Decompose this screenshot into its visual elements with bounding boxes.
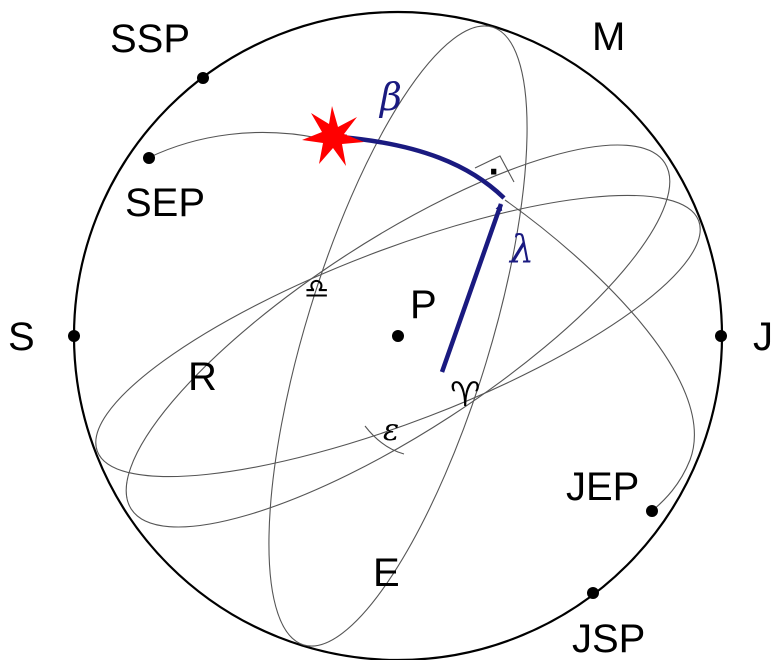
right-angle-marker bbox=[474, 155, 515, 183]
label-p: P bbox=[410, 283, 437, 327]
libra-symbol: ♎ bbox=[304, 272, 329, 305]
s-point bbox=[68, 330, 80, 342]
label-epsilon: ε bbox=[383, 413, 399, 448]
sep-point bbox=[143, 152, 155, 164]
jsp-point bbox=[587, 587, 599, 599]
label-j: J bbox=[753, 315, 773, 359]
p-point bbox=[392, 330, 404, 342]
label-lambda: λ bbox=[508, 227, 534, 271]
jep-point bbox=[646, 505, 658, 517]
label-ssp: SSP bbox=[110, 17, 190, 61]
red-star-icon bbox=[302, 106, 364, 166]
label-beta: β bbox=[378, 75, 402, 119]
label-sep: SEP bbox=[125, 181, 205, 225]
ssp-point bbox=[197, 72, 209, 84]
great-circle-r bbox=[95, 194, 701, 478]
right-angle-dot: · bbox=[488, 155, 499, 190]
j-point bbox=[715, 330, 727, 342]
label-m: M bbox=[592, 15, 625, 59]
aries-symbol: ♈ bbox=[450, 375, 480, 415]
great-circle-m-e bbox=[268, 25, 528, 647]
label-s: S bbox=[8, 315, 35, 359]
beta-arrow bbox=[339, 134, 506, 200]
jep-meridian-arc bbox=[504, 199, 695, 512]
label-jep: JEP bbox=[566, 465, 639, 509]
great-circle-ecliptic bbox=[125, 144, 671, 528]
label-e: E bbox=[373, 551, 400, 595]
sep-meridian-arc bbox=[147, 131, 319, 159]
label-jsp: JSP bbox=[572, 617, 645, 660]
label-r: R bbox=[188, 355, 217, 399]
lambda-arrow bbox=[439, 203, 504, 373]
obliquity-angle-arc bbox=[364, 425, 405, 455]
